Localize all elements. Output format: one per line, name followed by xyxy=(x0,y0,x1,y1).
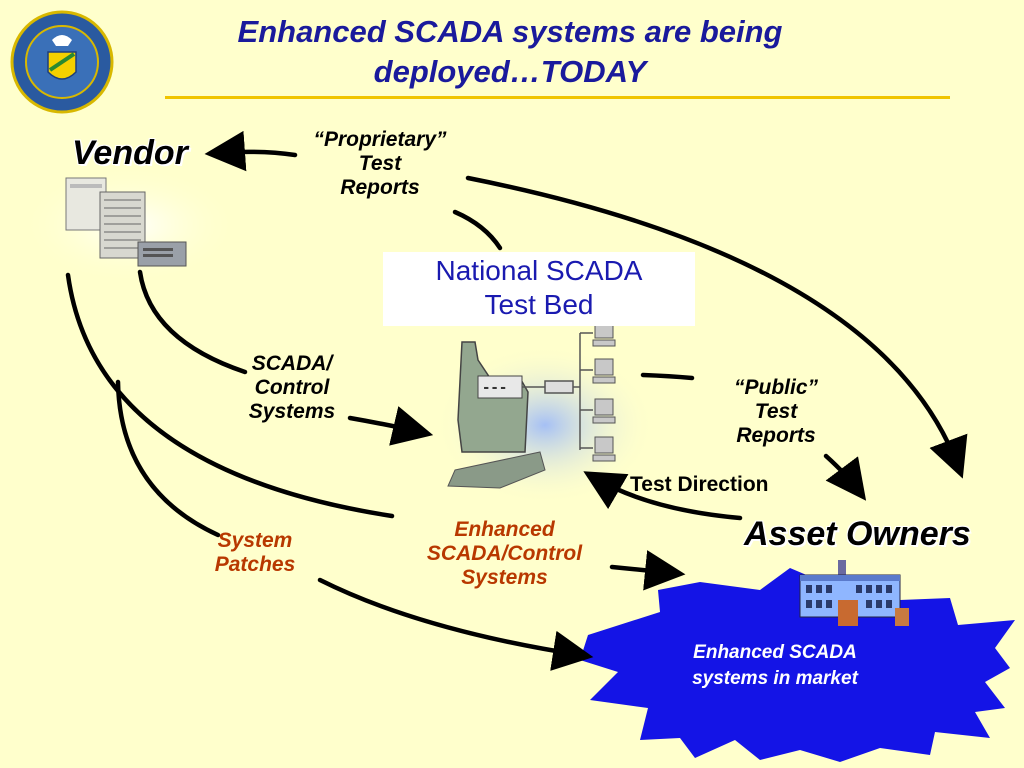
slide-title: Enhanced SCADA systems are being deploye… xyxy=(150,12,870,92)
enhanced-line2: SCADA/Control xyxy=(426,542,583,565)
slide-title-line2: deployed…TODAY xyxy=(373,54,647,89)
testbed-line1: National SCADA xyxy=(435,255,643,286)
slide-title-line1: Enhanced SCADA systems are being xyxy=(237,14,783,49)
enhanced-line1: Enhanced xyxy=(454,518,555,541)
proprietary-line3: Reports xyxy=(340,176,420,199)
public-line2: Test xyxy=(754,400,798,423)
idaho-map-icon: --- xyxy=(447,341,546,489)
market-line2: systems in market xyxy=(692,668,858,689)
scada-line1: SCADA/ xyxy=(251,352,333,375)
vendor-to-scada-line xyxy=(137,269,248,375)
server-rack-icon xyxy=(20,165,240,285)
patches-to-market-arrow xyxy=(317,577,594,671)
scada-to-testbed-arrow xyxy=(347,406,434,446)
public-line1: “Public” xyxy=(733,376,818,399)
asset-owners-label: Asset Owners xyxy=(744,515,971,553)
title-divider xyxy=(165,96,950,99)
svg-text:---: --- xyxy=(482,380,507,396)
public-to-owners-arrow xyxy=(823,453,867,501)
vendor-to-owners-arrow xyxy=(465,175,968,479)
scada-line2: Control xyxy=(254,376,330,399)
enhanced-scada-label: Enhanced SCADA/Control Systems xyxy=(402,518,607,590)
testbed-to-proprietary-line xyxy=(452,209,503,251)
doe-seal-icon xyxy=(10,10,114,114)
market-label: Enhanced SCADA systems in market xyxy=(665,640,885,692)
testbed-line2: Test Bed xyxy=(484,289,594,320)
market-line1: Enhanced SCADA xyxy=(693,642,857,663)
test-direction-label: Test Direction xyxy=(630,473,769,496)
enhanced-to-owners-arrow xyxy=(609,550,686,591)
public-line3: Reports xyxy=(736,424,816,447)
vendor-label: Vendor xyxy=(72,134,188,172)
network-computer-icon xyxy=(522,332,593,450)
public-reports-label: “Public” Test Reports xyxy=(706,376,846,448)
testbed-to-public-line xyxy=(640,372,695,381)
proprietary-to-vendor-arrow xyxy=(204,130,298,172)
proprietary-line1: “Proprietary” xyxy=(313,128,447,151)
system-patches-label: System Patches xyxy=(205,529,305,577)
scada-control-label: SCADA/ Control Systems xyxy=(232,352,352,424)
vendor-to-patches-line xyxy=(115,379,221,538)
vendor-to-enhanced-line xyxy=(65,272,395,519)
patches-line1: System xyxy=(217,529,293,552)
patches-line2: Patches xyxy=(214,553,296,576)
test-direction-arrow xyxy=(583,471,743,521)
scada-line3: Systems xyxy=(248,400,336,423)
network-computer-icon xyxy=(592,321,616,462)
proprietary-reports-label: “Proprietary” Test Reports xyxy=(290,128,470,200)
testbed-title-box: National SCADA Test Bed xyxy=(383,252,695,326)
factory-building-icon xyxy=(799,560,909,626)
enhanced-line3: Systems xyxy=(461,566,548,589)
proprietary-line2: Test xyxy=(358,152,402,175)
